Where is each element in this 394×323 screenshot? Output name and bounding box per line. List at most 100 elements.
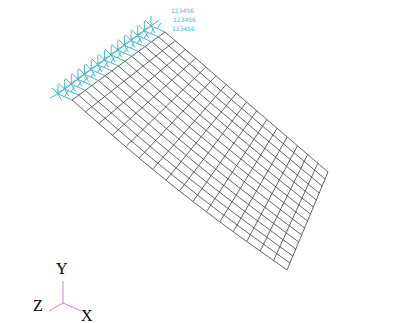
mesh-line	[183, 90, 194, 99]
mesh-line	[296, 212, 308, 221]
mesh-line	[272, 194, 284, 203]
mesh-line	[296, 205, 299, 212]
mesh-line	[211, 199, 215, 206]
mesh-line	[232, 166, 236, 173]
mesh-line	[287, 159, 291, 166]
mesh-line	[178, 69, 184, 74]
mesh-line	[302, 228, 305, 235]
mesh-line	[241, 211, 245, 218]
mesh-line	[177, 95, 188, 105]
constraint-symbol	[151, 20, 159, 26]
constraint-symbol	[83, 70, 91, 74]
mesh-line	[268, 194, 272, 201]
constraint-symbol	[97, 60, 105, 64]
mesh-line	[166, 101, 172, 107]
mesh-line	[231, 93, 236, 99]
mesh-line	[268, 171, 279, 180]
mesh-line	[279, 180, 290, 189]
mesh-line	[99, 124, 112, 136]
mesh-line	[150, 146, 163, 157]
mesh-line	[130, 97, 142, 108]
mesh-line	[221, 106, 226, 112]
mesh-line	[160, 107, 166, 113]
mesh-line	[213, 140, 218, 146]
mesh-line	[99, 118, 105, 123]
mesh-line	[143, 130, 156, 141]
mesh-line	[207, 182, 220, 192]
mesh-line	[267, 120, 277, 129]
constraint-symbol	[63, 84, 71, 88]
mesh-line	[206, 212, 219, 222]
mesh-line	[283, 173, 294, 182]
mesh-line	[189, 99, 194, 105]
mesh-line	[180, 191, 193, 202]
mesh-line	[202, 189, 215, 199]
mesh-line	[291, 182, 294, 189]
mesh-line	[206, 67, 216, 76]
mesh-line	[79, 95, 92, 107]
mesh-line	[261, 207, 265, 214]
mesh-line	[161, 71, 172, 81]
mesh-line	[174, 145, 187, 155]
mesh-line	[224, 185, 237, 195]
mesh-line	[175, 41, 185, 50]
mesh-line	[231, 99, 241, 108]
mesh-line	[224, 215, 237, 225]
mesh-line	[137, 66, 143, 71]
mesh-line	[308, 214, 311, 221]
mesh-line	[172, 123, 184, 133]
mesh-line	[143, 124, 149, 130]
mesh-line	[225, 150, 230, 156]
mesh-line	[131, 141, 144, 152]
mesh-line	[85, 112, 98, 124]
mesh-line	[148, 102, 160, 112]
mesh-line	[200, 109, 205, 115]
mesh-line	[142, 102, 148, 107]
mesh-line	[279, 173, 283, 180]
mesh-line	[154, 118, 166, 128]
mesh-line	[181, 155, 186, 161]
mesh-line	[232, 115, 237, 121]
mesh-line	[186, 155, 199, 165]
mesh-line	[210, 97, 215, 103]
mesh-line	[195, 121, 207, 131]
mesh-line	[130, 119, 143, 130]
mesh-line	[202, 182, 207, 188]
mesh-line	[280, 240, 283, 247]
mesh-line	[197, 195, 210, 205]
axis-line	[49, 303, 63, 311]
mesh-line	[112, 135, 125, 147]
mesh-line	[92, 102, 98, 107]
mesh-line	[200, 73, 210, 82]
mesh-line	[280, 144, 284, 151]
mesh-line	[179, 55, 189, 64]
constraint-symbol	[143, 26, 151, 30]
mesh-line	[250, 228, 254, 235]
mesh-line	[161, 129, 166, 135]
mesh-line	[252, 117, 262, 126]
mesh-line	[169, 41, 175, 46]
constraint-symbol	[151, 16, 152, 26]
mesh-line	[297, 168, 300, 175]
mesh-line	[325, 172, 328, 179]
mesh-line	[236, 93, 246, 102]
mesh-line	[124, 124, 137, 135]
mesh-line	[156, 140, 169, 151]
mesh-line	[274, 223, 287, 232]
mesh-line	[181, 162, 194, 172]
mesh-line	[256, 191, 268, 200]
mesh-line	[189, 78, 195, 84]
mesh-line	[199, 88, 204, 94]
mesh-line	[165, 32, 175, 41]
mesh-line	[210, 76, 215, 82]
mesh-line	[117, 81, 123, 86]
mesh-line	[183, 111, 195, 121]
mesh-line	[264, 171, 268, 178]
mesh-line	[250, 146, 261, 155]
mesh-line	[237, 108, 242, 114]
mesh-line	[111, 86, 117, 91]
constraint-symbol	[78, 79, 82, 86]
mesh-line	[293, 249, 296, 256]
mesh-line	[152, 37, 159, 42]
